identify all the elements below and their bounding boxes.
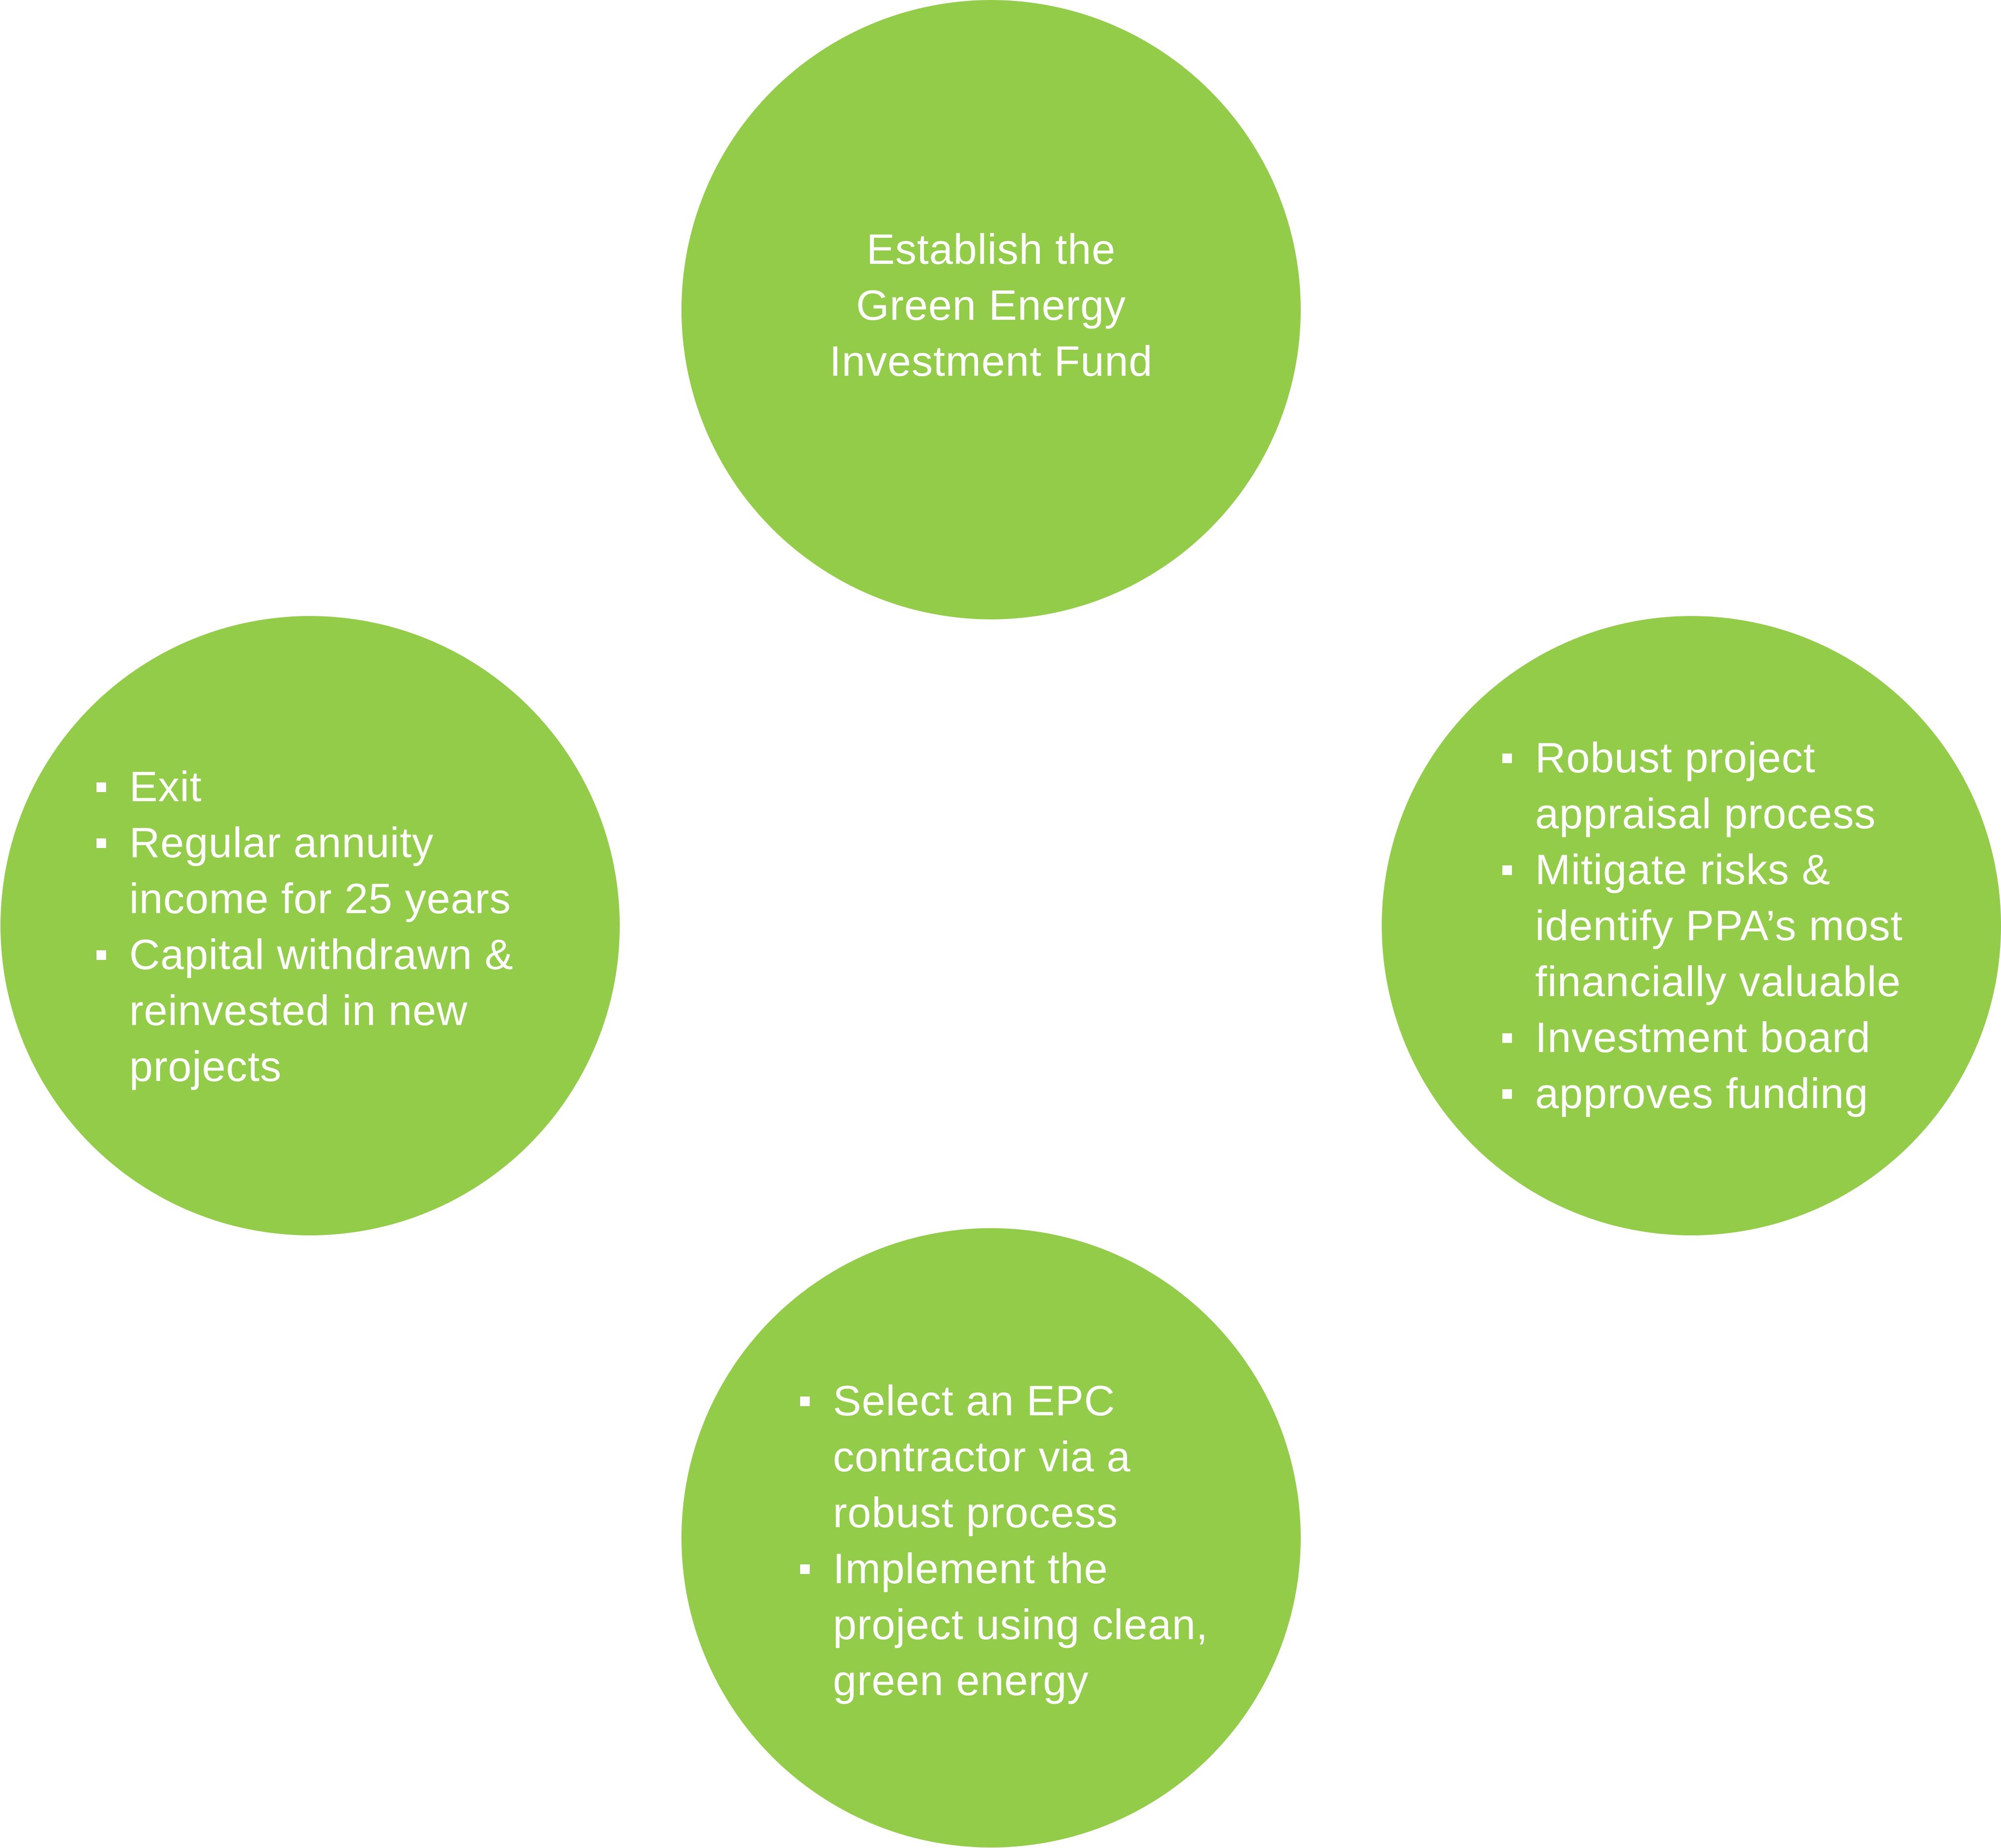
bullet-item: Investment board <box>1502 1010 1999 1066</box>
circle-left-content: Exit Regular annuity income for 25 years… <box>96 759 617 1095</box>
appraisal-bullet-list: Robust project appraisal process Mitigat… <box>1502 730 1999 1122</box>
square-bullet-icon <box>96 950 106 960</box>
bullet-item: Mitigate risks & identify PPA’s most fin… <box>1502 842 1999 1010</box>
bullet-item: Implement the project using clean, green… <box>800 1541 1297 1709</box>
circle-right-content: Robust project appraisal process Mitigat… <box>1502 730 1999 1122</box>
exit-bullet-list: Exit Regular annuity income for 25 years… <box>96 759 617 1095</box>
bullet-text: Regular annuity income for 25 years <box>129 819 511 922</box>
square-bullet-icon <box>96 838 106 848</box>
circle-appraisal: Robust project appraisal process Mitigat… <box>1382 616 2001 1235</box>
implementation-bullet-list: Select an EPC contractor via a robust pr… <box>800 1373 1297 1709</box>
bullet-text: Select an EPC contractor via a robust pr… <box>833 1377 1131 1536</box>
bullet-item: Regular annuity income for 25 years <box>96 815 617 927</box>
square-bullet-icon <box>1502 753 1512 763</box>
square-bullet-icon <box>1502 1089 1512 1099</box>
square-bullet-icon <box>800 1564 810 1574</box>
bullet-item: approves funding <box>1502 1066 1999 1122</box>
square-bullet-icon <box>1502 865 1512 875</box>
bullet-text: Investment board <box>1535 1013 1871 1061</box>
square-bullet-icon <box>96 782 106 792</box>
bullet-text: Robust project appraisal process <box>1535 734 1876 837</box>
bullet-item: Exit <box>96 759 617 815</box>
bullet-item: Select an EPC contractor via a robust pr… <box>800 1373 1297 1541</box>
circle-top-label: Establish the Green Energy Investment Fu… <box>829 225 1153 385</box>
bullet-text: Exit <box>129 763 202 810</box>
bullet-item: Robust project appraisal process <box>1502 730 1999 842</box>
square-bullet-icon <box>1502 1033 1512 1043</box>
circle-exit: Exit Regular annuity income for 25 years… <box>0 616 620 1235</box>
bullet-item: Capital withdrawn & reinvested in new pr… <box>96 927 617 1095</box>
circle-implementation: Select an EPC contractor via a robust pr… <box>681 1228 1301 1848</box>
bullet-text: approves funding <box>1535 1069 1869 1117</box>
bullet-text: Mitigate risks & identify PPA’s most fin… <box>1535 846 1903 1005</box>
circle-establish-fund: Establish the Green Energy Investment Fu… <box>681 0 1301 619</box>
bullet-text: Capital withdrawn & reinvested in new pr… <box>129 931 514 1090</box>
bullet-text: Implement the project using clean, green… <box>833 1545 1209 1704</box>
square-bullet-icon <box>800 1396 810 1406</box>
circle-bottom-content: Select an EPC contractor via a robust pr… <box>800 1373 1297 1709</box>
